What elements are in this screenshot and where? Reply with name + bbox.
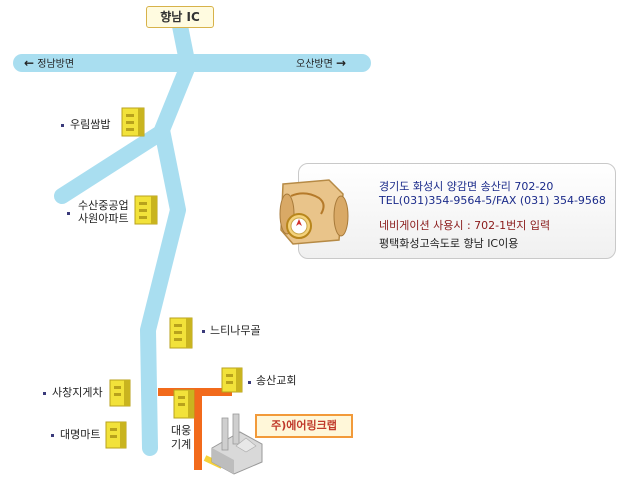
info-tel-fax: TEL(031)354-9564-5/FAX (031) 354-9568 xyxy=(379,194,606,207)
building-icon-daewoong xyxy=(173,389,195,419)
left-direction-label: 정남방면 xyxy=(37,59,75,70)
ic-label: 향남 IC xyxy=(146,6,214,28)
label-woorim: 우림쌈밥 xyxy=(70,118,111,131)
company-label: 주)에어링크랩 xyxy=(255,414,353,438)
building-icon-susan xyxy=(134,195,158,225)
label-sachang: 사창지게차 xyxy=(52,386,103,399)
bullet-neutinamu xyxy=(202,330,205,333)
bullet-songsan xyxy=(248,381,251,384)
info-address: 경기도 화성시 양감면 송산리 702-20 xyxy=(379,180,554,193)
right-direction: 오산방면 → xyxy=(296,56,346,72)
bullet-woorim xyxy=(61,124,64,127)
label-susan-line1: 수산중공업 xyxy=(78,199,129,212)
arrow-left-icon: ← xyxy=(24,56,35,70)
building-icon-sachang xyxy=(109,379,131,407)
factory-icon xyxy=(211,413,263,475)
label-susan-line2: 사원아파트 xyxy=(78,212,129,225)
building-icon-daemyung xyxy=(105,421,127,449)
info-route: 평택화성고속도로 향남 IC이용 xyxy=(379,237,519,250)
bullet-susan xyxy=(67,212,70,215)
left-direction: ← 정남방면 xyxy=(24,56,74,72)
road-west-branch xyxy=(54,124,170,204)
building-icon-neutinamu xyxy=(169,317,193,349)
building-icons xyxy=(105,107,243,449)
right-direction-label: 오산방면 xyxy=(296,59,333,70)
building-icon-songsan xyxy=(221,367,243,393)
label-songsan-church: 송산교회 xyxy=(256,374,297,387)
label-daewoong-line2: 기계 xyxy=(171,438,192,451)
label-neutinamu: 느티나무골 xyxy=(210,324,261,337)
info-navigation: 네비게이션 사용시 : 702-1번지 입력 xyxy=(379,219,551,232)
info-box: 경기도 화성시 양감면 송산리 702-20 TEL(031)354-9564-… xyxy=(279,163,616,259)
label-daewoong-line1: 대웅 xyxy=(171,424,192,437)
road-main-north-south xyxy=(140,58,196,456)
bullet-daemyung xyxy=(51,434,54,437)
label-daemyung: 대명마트 xyxy=(60,428,101,441)
treasure-map-icon xyxy=(279,179,349,245)
bullet-sachang xyxy=(43,392,46,395)
building-icon-woorim xyxy=(121,107,145,137)
arrow-right-icon: → xyxy=(336,56,347,70)
road-network xyxy=(13,18,371,456)
